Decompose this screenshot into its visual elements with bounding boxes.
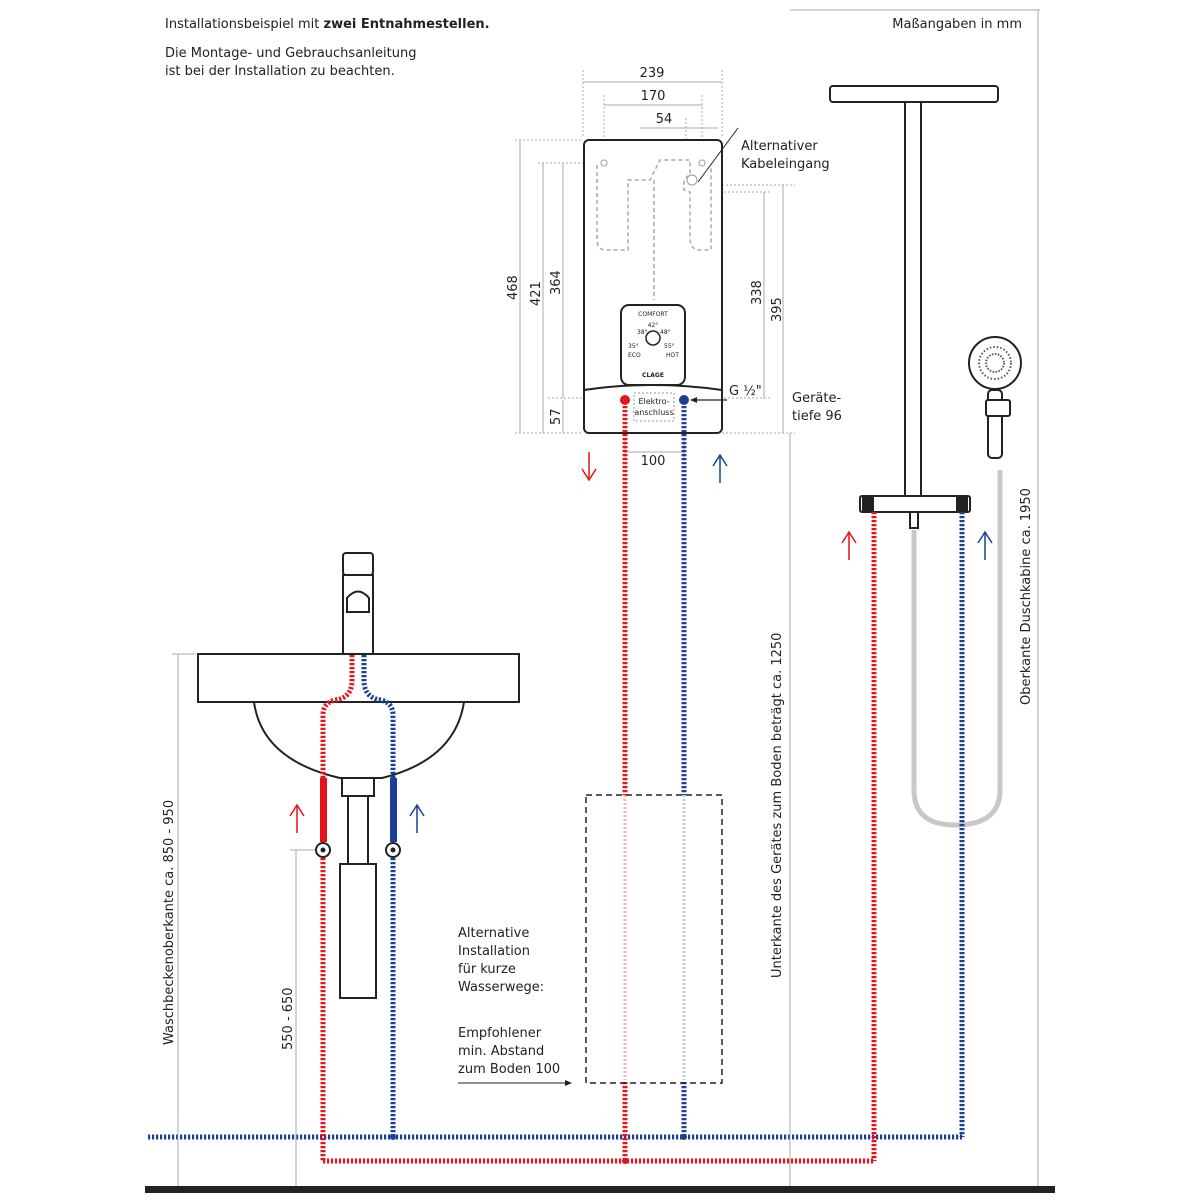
cable-entry-label-line2: Kabeleingang	[741, 157, 830, 172]
hand-shower-head	[968, 336, 1022, 390]
shower-hot-arrow	[841, 530, 857, 560]
basin-bowl	[253, 701, 465, 779]
dim-57-label: 57	[549, 408, 564, 425]
washbasin	[197, 552, 520, 1161]
device-body	[583, 139, 723, 434]
cable-entry-leader	[697, 127, 739, 183]
hot-down-arrow	[581, 452, 597, 482]
basin-hot-arrow	[289, 803, 305, 833]
dim-54-label: 54	[656, 112, 673, 127]
elektro-label-line2: anschluss	[634, 408, 673, 417]
alt-label-line2: Installation	[458, 944, 530, 959]
alt-label-line1: Alternative	[458, 926, 529, 941]
dim-170-label: 170	[641, 89, 666, 104]
hand-shower-holder	[985, 399, 1011, 417]
units-label: Maßangaben in mm	[892, 17, 1022, 32]
device-hot-outlet	[620, 395, 630, 405]
alt-cable-entry	[686, 174, 698, 186]
emp-label-line2: min. Abstand	[458, 1044, 544, 1059]
faucet-lever	[342, 552, 374, 576]
faucet-body	[342, 574, 374, 656]
panel-eco: ECO	[628, 352, 641, 359]
shower-cold-arrow	[977, 530, 993, 560]
cable-entry-label-line1: Alternativer	[741, 139, 818, 154]
alt-label-line4: Wasserwege:	[458, 980, 544, 995]
panel-t38: 38°	[637, 329, 648, 336]
panel-t35: 35°	[628, 343, 639, 350]
unterkante-label: Unterkante des Gerätes zum Boden beträgt…	[770, 633, 785, 978]
oberkante-label: Oberkante Duschkabine ca. 1950	[1019, 488, 1034, 705]
alternative-text: Alternative Installation für kurze Wasse…	[458, 926, 572, 1086]
water-heater-device: COMFORT 42° 38° 48° 35° 55° ECO HOT CLAG…	[583, 127, 842, 434]
dim-468-label: 468	[506, 275, 521, 300]
elektro-box	[633, 392, 675, 422]
thread-label: G ½"	[729, 384, 762, 399]
siphon	[339, 863, 377, 999]
basin-cold-arrow	[409, 803, 425, 833]
dim-338-label: 338	[750, 280, 765, 305]
emp-label-line3: zum Boden 100	[458, 1062, 560, 1077]
panel-comfort: COMFORT	[638, 311, 668, 318]
panel-dial	[645, 330, 661, 346]
header-note-line1: Die Montage- und Gebrauchsanleitung	[165, 46, 416, 61]
dim-421-label: 421	[529, 281, 544, 306]
depth-label-line1: Geräte-	[792, 391, 841, 406]
waschbecken-label: Waschbeckenoberkante ca. 850 - 950	[162, 800, 177, 1045]
device-dimensions: 239 170 54 65 468 421 364 57 338	[506, 66, 795, 469]
shower-hose	[911, 470, 1003, 828]
anschluss-hoehe-label: 550 - 650	[281, 987, 296, 1050]
alternative-position-box	[585, 794, 723, 1084]
floor	[145, 1186, 1055, 1193]
depth-label-line2: tiefe 96	[792, 409, 842, 424]
panel-hot: HOT	[666, 352, 679, 359]
cold-up-arrow	[712, 453, 728, 483]
height-dimensions: Oberkante Duschkabine ca. 1950 Unterkant…	[162, 10, 1039, 1186]
device-cold-inlet	[679, 395, 689, 405]
brand-logo: CLAGE	[642, 372, 664, 379]
panel-t42: 42°	[648, 322, 659, 329]
basin-cold-solid	[390, 778, 397, 842]
panel-t55: 55°	[664, 343, 675, 350]
basin-top	[197, 653, 520, 703]
alt-label-line3: für kurze	[458, 962, 516, 977]
panel-t48: 48°	[660, 329, 671, 336]
dim-239-label: 239	[640, 66, 665, 81]
dim-395-label: 395	[770, 297, 785, 322]
header-note-line2: ist bei der Installation zu beachten.	[165, 64, 395, 79]
rain-shower-head	[829, 85, 999, 103]
basin-hot-solid	[320, 778, 327, 842]
elektro-label-line1: Elektro-	[638, 397, 669, 406]
emp-label-line1: Empfohlener	[458, 1026, 542, 1041]
floor-pipes	[148, 1134, 962, 1164]
shower-riser-rail	[904, 101, 922, 498]
dim-364-label: 364	[549, 270, 564, 295]
thermostat-bar	[859, 495, 971, 513]
drain-pipe	[347, 795, 369, 865]
hand-shower-nozzles	[978, 346, 1012, 380]
dim-100-label: 100	[641, 454, 666, 469]
shower	[829, 85, 1022, 1161]
device-pipes	[581, 406, 728, 1161]
hidden-mounting-plate	[596, 159, 712, 251]
header-title: Installationsbeispiel mit zwei Entnahmes…	[165, 17, 490, 32]
